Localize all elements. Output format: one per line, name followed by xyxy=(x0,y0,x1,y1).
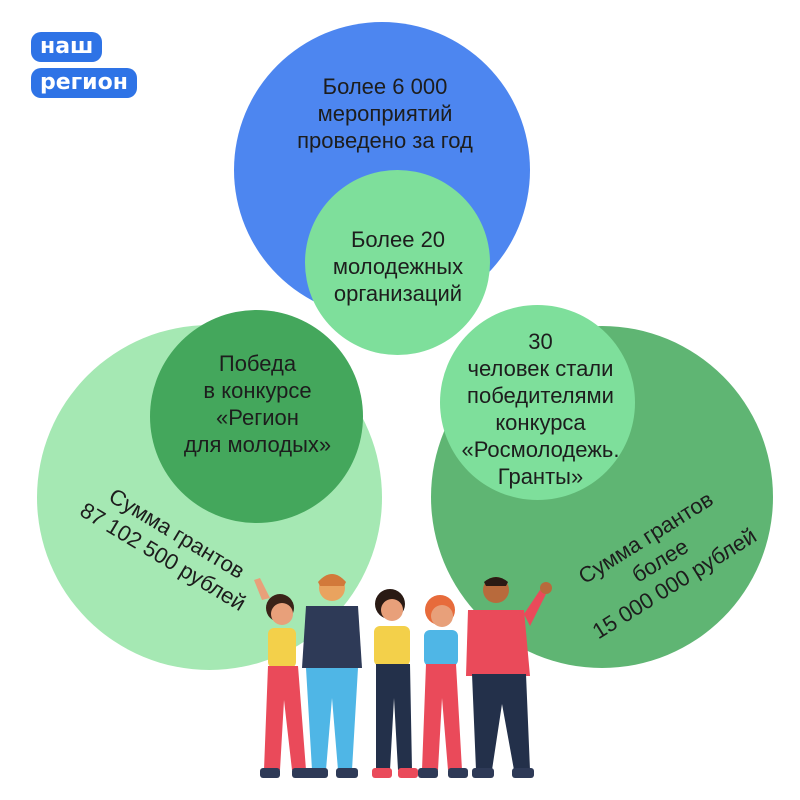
people-illustration xyxy=(254,574,552,778)
events-line: Более 6 000 xyxy=(322,74,448,99)
winners-line: победителями xyxy=(467,383,614,408)
person-5 xyxy=(466,577,552,778)
person-1 xyxy=(254,578,312,778)
organizations-text: Более 20 молодежных организаций xyxy=(318,226,478,307)
winners-line: Гранты» xyxy=(497,464,584,489)
contest-win-line: «Регион xyxy=(216,405,299,430)
organizations-line: организаций xyxy=(333,281,463,306)
contest-win-text: Победа в конкурсе «Регион для молодых» xyxy=(165,350,350,458)
organizations-line: молодежных xyxy=(332,254,464,279)
events-text: Более 6 000 мероприятий проведено за год xyxy=(280,73,490,154)
events-line: мероприятий xyxy=(317,101,453,126)
organizations-circle xyxy=(305,170,490,355)
contest-win-line: Победа xyxy=(218,351,297,376)
person-4 xyxy=(418,595,468,778)
events-line: проведено за год xyxy=(297,128,473,153)
organizations-line: Более 20 xyxy=(350,227,446,252)
logo-line-1: наш xyxy=(31,32,103,62)
winners-circle xyxy=(440,305,635,500)
winners-line: «Росмолодежь. xyxy=(461,437,620,462)
contest-win-line: в конкурсе xyxy=(203,378,312,403)
contest-win-circle xyxy=(150,310,363,523)
winners-line: конкурса xyxy=(495,410,586,435)
winners-line: 30 xyxy=(528,329,553,354)
winners-text: 30 человек стали победителями конкурса «… xyxy=(448,328,633,490)
contest-win-line: для молодых» xyxy=(183,432,332,457)
logo-line-2: регион xyxy=(31,68,137,98)
winners-line: человек стали xyxy=(467,356,614,381)
person-2 xyxy=(302,574,362,778)
person-3 xyxy=(372,589,418,778)
